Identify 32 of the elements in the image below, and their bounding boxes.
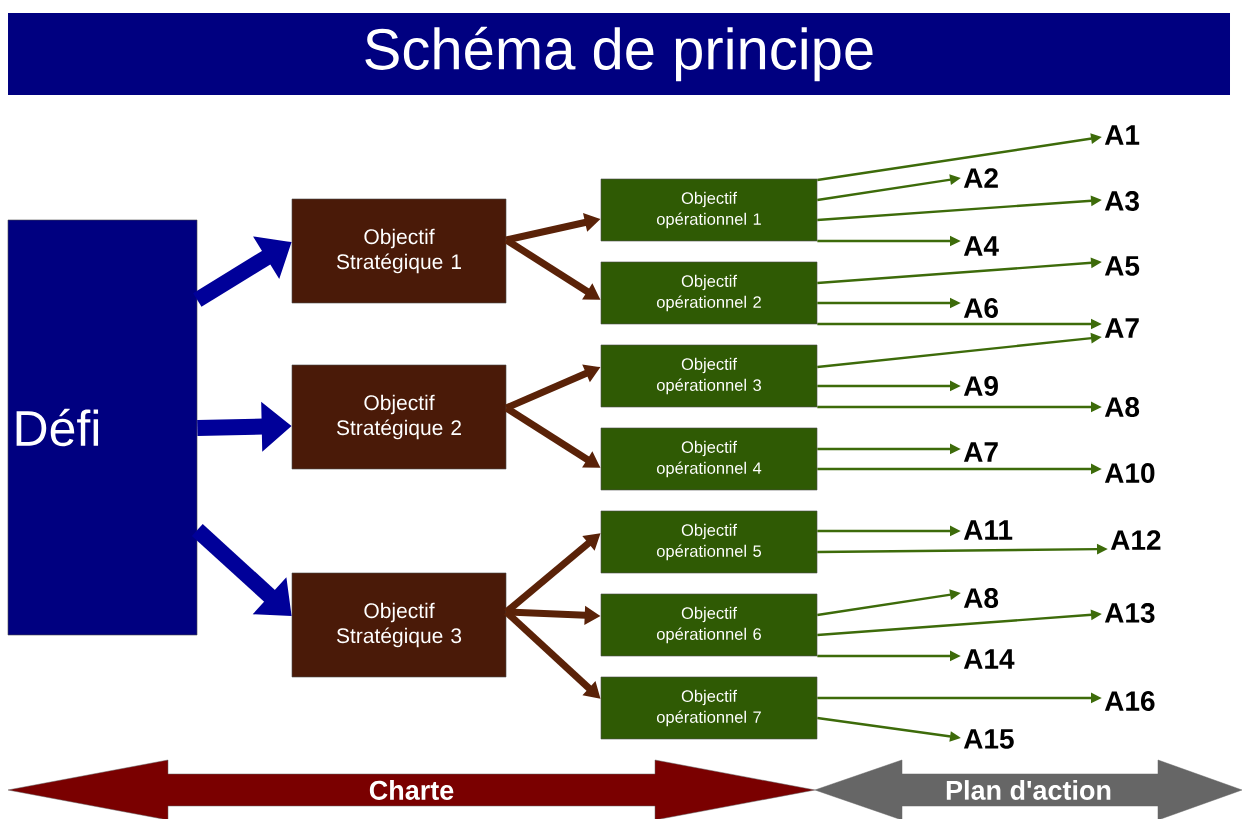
operational-objective-box: Objectif opérationnel 2 [600, 261, 818, 325]
action-label: A7 [963, 442, 998, 462]
action-label: A10 [1104, 463, 1155, 483]
operational-objective-box: Objectif opérationnel 6 [600, 593, 818, 657]
strategic-objective-box: Objectif Stratégique 1 [291, 198, 507, 304]
operational-objective-box: Objectif opérationnel 5 [600, 510, 818, 574]
action-label: A2 [963, 168, 998, 188]
action-label: A12 [1110, 530, 1161, 550]
challenge-box: Défi [7, 219, 198, 636]
action-label: A11 [963, 520, 1013, 540]
double-arrow-band: Plan d'action [814, 759, 1242, 819]
action-label: A14 [963, 649, 1015, 669]
action-label: A3 [1104, 191, 1139, 211]
action-label: A6 [963, 298, 998, 318]
operational-objective-box: Objectif opérationnel 3 [600, 344, 818, 408]
operational-objective-box: Objectif opérationnel 4 [600, 427, 818, 491]
action-label: A16 [1104, 691, 1155, 711]
double-arrow-band: Charte [7, 759, 816, 819]
action-label: A5 [1104, 256, 1140, 276]
action-label: A8 [963, 588, 999, 608]
action-label: A8 [1104, 397, 1140, 417]
strategic-objective-box: Objectif Stratégique 2 [291, 364, 507, 470]
action-label: A4 [963, 236, 999, 256]
operational-objective-box: Objectif opérationnel 1 [600, 178, 818, 242]
action-label: A1 [1104, 125, 1140, 145]
action-label: A15 [963, 729, 1014, 749]
action-label: A13 [1104, 603, 1155, 623]
action-label: A7 [1104, 318, 1139, 338]
operational-objective-box: Objectif opérationnel 7 [600, 676, 818, 740]
title-banner: Schéma de principe [8, 13, 1230, 95]
action-label: A9 [963, 376, 998, 396]
strategic-objective-box: Objectif Stratégique 3 [291, 572, 507, 678]
